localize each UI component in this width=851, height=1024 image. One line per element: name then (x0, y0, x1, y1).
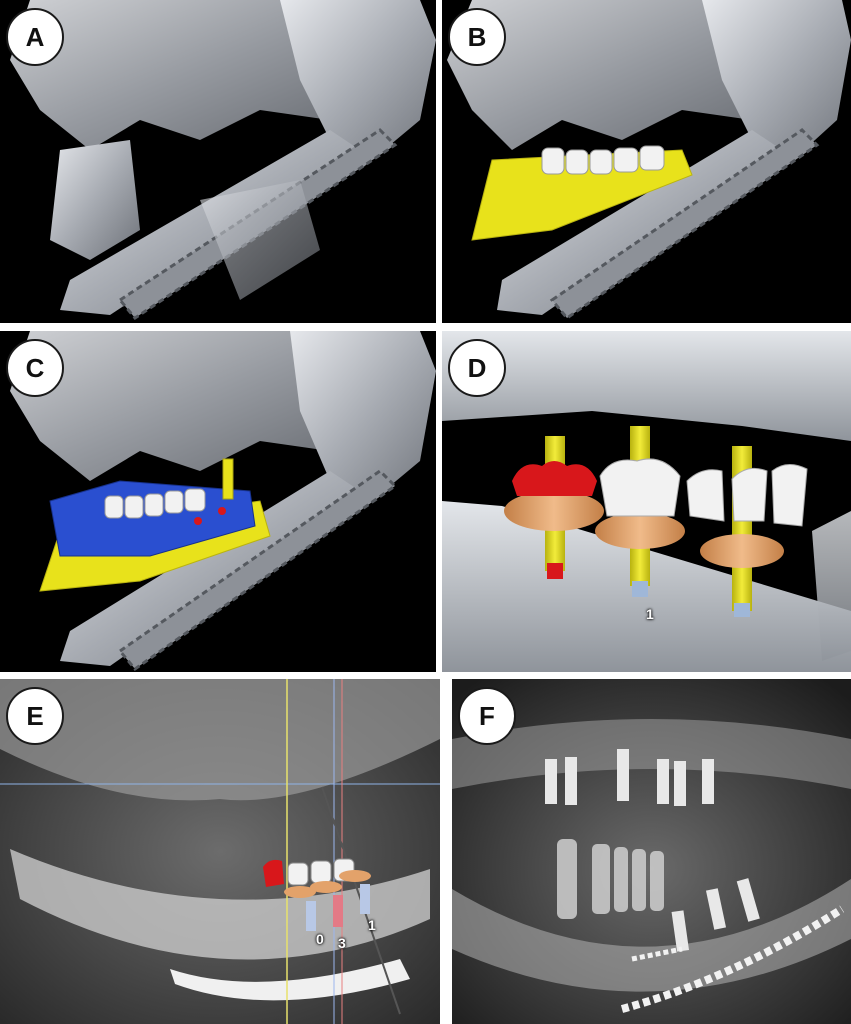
panel-c-render (0, 331, 436, 672)
crown-white (599, 458, 681, 517)
implant-assembly-2 (595, 426, 685, 597)
panel-e-render (0, 679, 440, 1024)
reconstruction-plate (620, 905, 845, 1013)
panel-b-label: B (448, 8, 506, 66)
panel-f-postoperative-radiograph: F (452, 679, 851, 1024)
planned-implants (306, 884, 370, 931)
panel-b-render (442, 0, 851, 323)
implant-guide-pin (222, 458, 234, 500)
prosthetic-teeth (104, 488, 206, 519)
panel-a-render (0, 0, 436, 323)
fixation-plate (549, 128, 820, 321)
fibula-graft (497, 130, 782, 315)
implant-number-label: 0 (316, 931, 324, 947)
natural-teeth (557, 839, 664, 919)
implant-assembly-1 (504, 436, 604, 579)
mandible-shadow (10, 849, 430, 960)
panel-f-render (452, 679, 851, 1024)
implant-marker (194, 517, 202, 525)
mandibular-implants (671, 878, 760, 952)
panel-a-label: A (6, 8, 64, 66)
cortical-bone (170, 959, 410, 1001)
panel-d-render (442, 331, 851, 672)
panel-b-mandible-with-guide: B (442, 0, 851, 323)
maxilla-shadow (0, 679, 440, 801)
implant-number-label: 3 (338, 935, 346, 951)
skull-bone (10, 0, 360, 150)
skull-bone (447, 0, 782, 150)
ramus-bone (280, 0, 436, 170)
panel-f-label: F (458, 687, 516, 745)
fibula-graft (60, 471, 360, 666)
panel-d-implant-planning-closeup: D 1 (442, 331, 851, 672)
prosthetic-teeth (541, 145, 665, 175)
ramus-bone (812, 511, 851, 661)
implant-number-label: 1 (646, 606, 654, 622)
maxillary-implants (545, 749, 714, 806)
implant-assembly-3 (686, 446, 808, 617)
bone-fragments (200, 180, 320, 300)
anterior-mandible (50, 140, 140, 260)
ramus-bone (290, 331, 436, 511)
mini-plate (631, 946, 683, 962)
panel-d-label: D (448, 339, 506, 397)
panel-c-guide-with-implants: C (0, 331, 436, 672)
panel-a-3d-mandible-reconstruction: A (0, 0, 436, 323)
maxilla-bone (442, 331, 851, 441)
crown-red (512, 461, 597, 496)
panel-e-label: E (6, 687, 64, 745)
panel-c-label: C (6, 339, 64, 397)
implant-number-label: 1 (368, 917, 376, 933)
planned-teeth (263, 858, 371, 898)
implant-marker (218, 507, 226, 515)
ramus-bone (702, 0, 851, 170)
panel-e-panoramic-ct-planning: E 0 3 1 (0, 679, 440, 1024)
fixation-plate (117, 469, 398, 672)
skull-bone (10, 331, 360, 481)
